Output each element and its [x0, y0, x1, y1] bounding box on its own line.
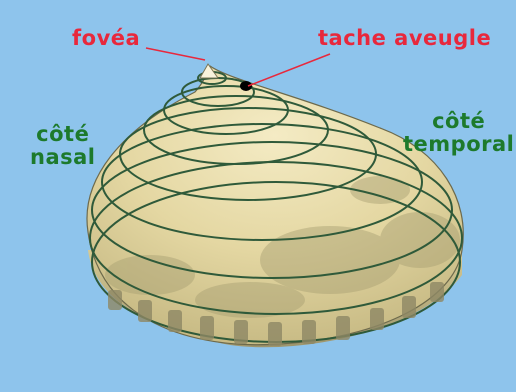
temporal-side-line-1: côté	[432, 109, 485, 133]
blind-spot-dot	[240, 81, 252, 91]
blind-spot-label: tache aveugle	[318, 27, 491, 50]
temporal-side-label: côté temporal	[403, 110, 514, 156]
nasal-side-label: côté nasal	[30, 123, 96, 169]
nasal-side-line-2: nasal	[30, 145, 96, 169]
temporal-side-line-2: temporal	[403, 132, 514, 156]
fovea-leader-line	[146, 48, 205, 60]
fovea-label: fovéa	[72, 27, 140, 50]
blind-spot-leader-line	[248, 54, 330, 86]
nasal-side-line-1: côté	[36, 122, 89, 146]
